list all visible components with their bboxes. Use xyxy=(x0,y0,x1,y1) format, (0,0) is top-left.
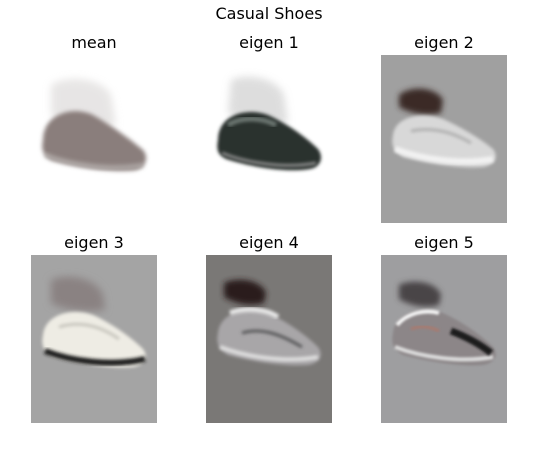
panel-title: eigen 1 xyxy=(239,33,299,52)
panel-title: eigen 5 xyxy=(414,233,474,252)
figure-title: Casual Shoes xyxy=(215,4,323,23)
shoe-image-eigen-5 xyxy=(381,255,507,423)
panel-title: eigen 4 xyxy=(239,233,299,252)
shoe-image-eigen-2 xyxy=(381,55,507,223)
panel-title: mean xyxy=(71,33,117,52)
shoe-image-eigen-3 xyxy=(31,255,157,423)
panel-title: eigen 2 xyxy=(414,33,474,52)
shoe-image-mean xyxy=(31,55,157,223)
shoe-image-eigen-1 xyxy=(206,55,332,223)
shoe-image-eigen-4 xyxy=(206,255,332,423)
panel-title: eigen 3 xyxy=(64,233,124,252)
